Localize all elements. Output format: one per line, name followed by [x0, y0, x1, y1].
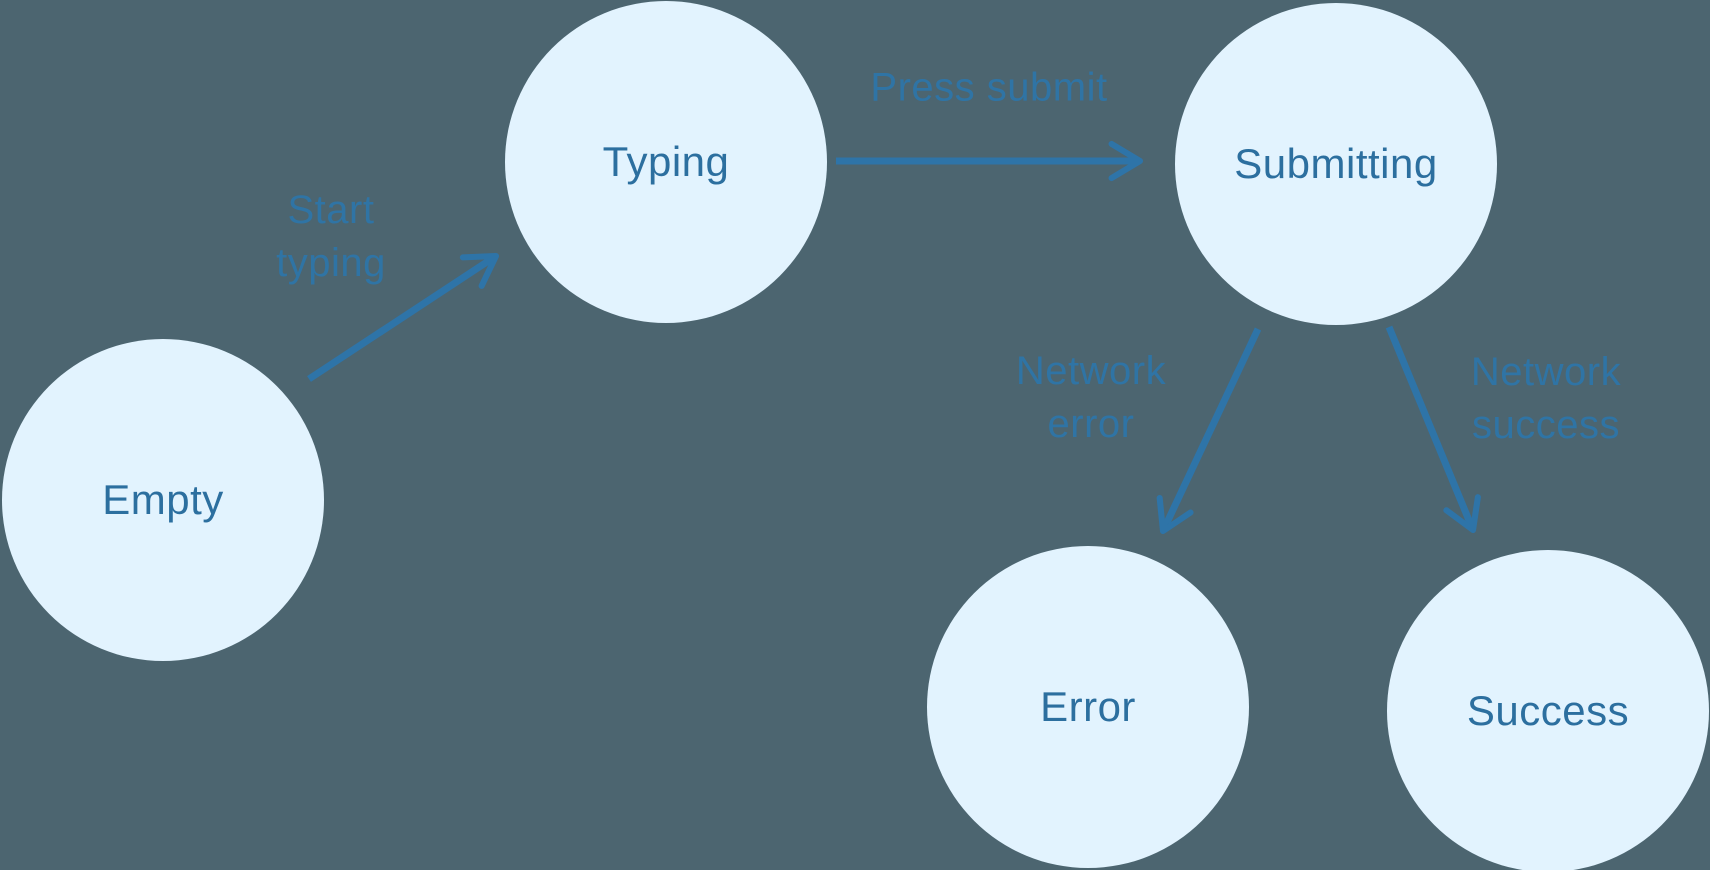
state-node-submitting: Submitting [1175, 3, 1497, 325]
state-node-error: Error [927, 546, 1249, 868]
edge-label-press-submit: Press submit [870, 65, 1108, 110]
state-node-success: Success [1387, 550, 1709, 870]
state-node-error-label: Error [1040, 683, 1136, 730]
edge-label-network-success: Network success [1470, 350, 1622, 447]
state-node-submitting-label: Submitting [1234, 140, 1438, 187]
state-node-success-label: Success [1466, 687, 1630, 734]
state-node-typing: Typing [505, 1, 827, 323]
edge-label-start-typing: Start typing [276, 188, 386, 285]
state-node-empty-label: Empty [102, 476, 224, 523]
state-node-typing-label: Typing [602, 138, 730, 185]
edge-label-network-error: Network error [1015, 349, 1167, 446]
state-node-empty: Empty [2, 339, 324, 661]
